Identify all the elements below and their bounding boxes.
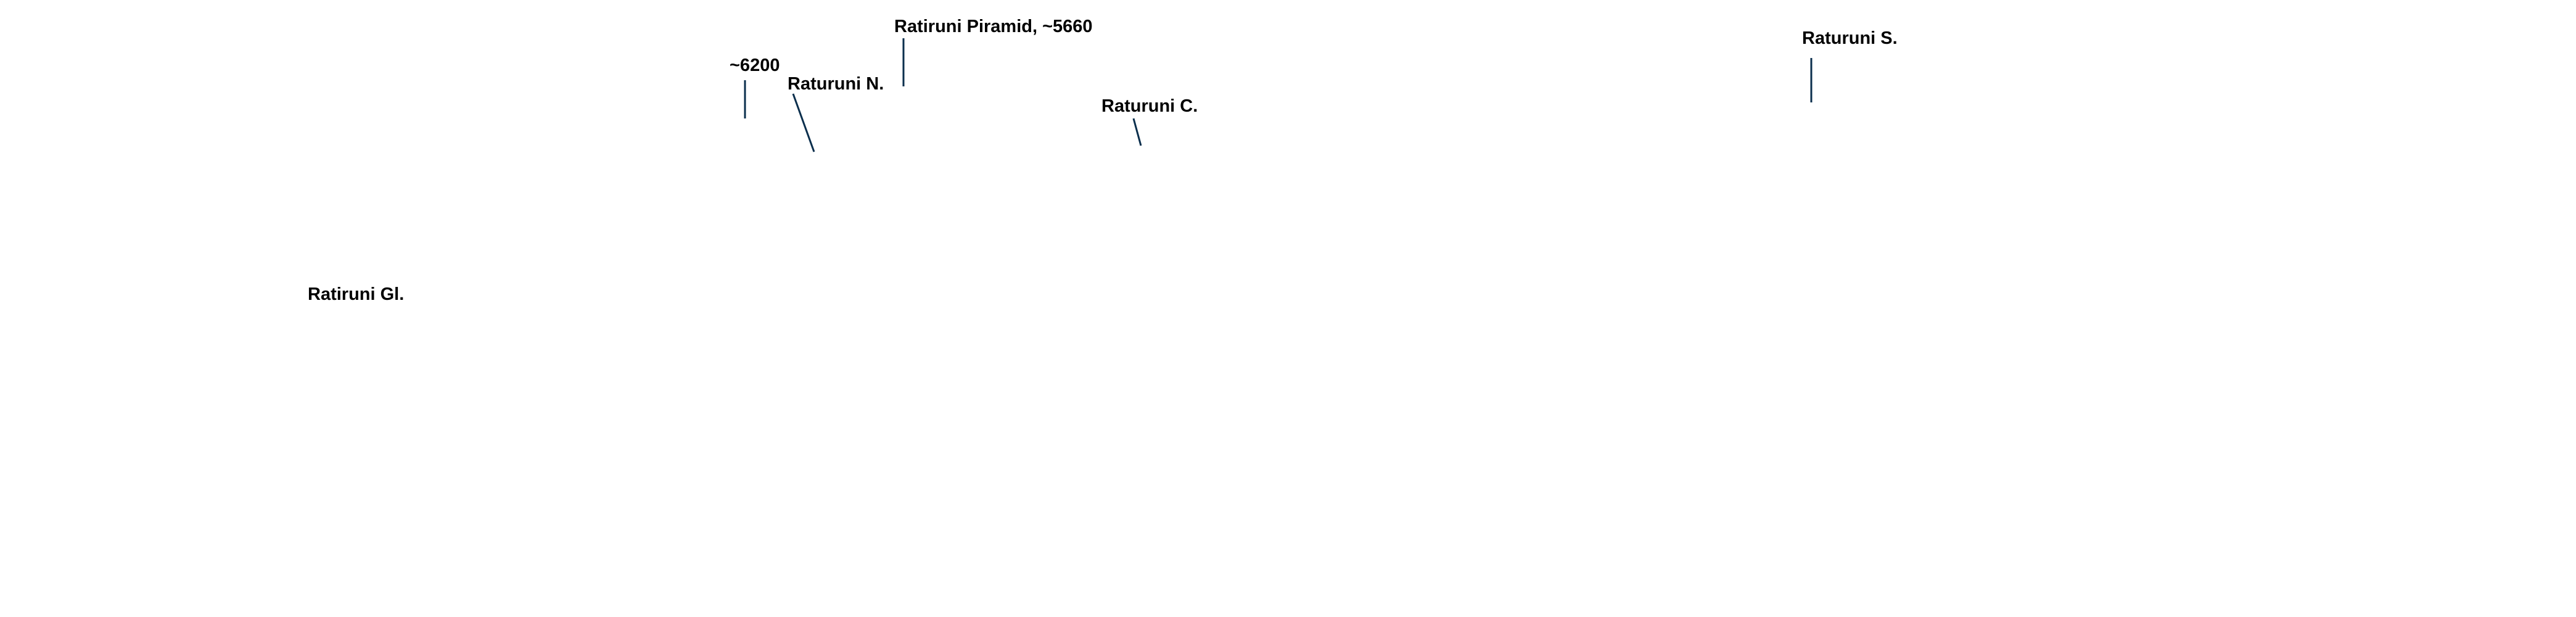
- leader-line-raturuni-c: [1132, 118, 1142, 146]
- label-raturuni-n: Raturuni N.: [788, 74, 884, 94]
- leader-line-raturuni-n: [792, 93, 815, 152]
- label-peak-6200: ~6200: [730, 56, 780, 75]
- label-raturuni-c: Raturuni C.: [1101, 96, 1198, 116]
- label-ratiruni-piramid: Ratiruni Piramid, ~5660: [894, 17, 1093, 36]
- label-raturuni-s: Raturuni S.: [1802, 28, 1898, 48]
- label-ratiruni-gl: Ratiruni Gl.: [308, 284, 405, 304]
